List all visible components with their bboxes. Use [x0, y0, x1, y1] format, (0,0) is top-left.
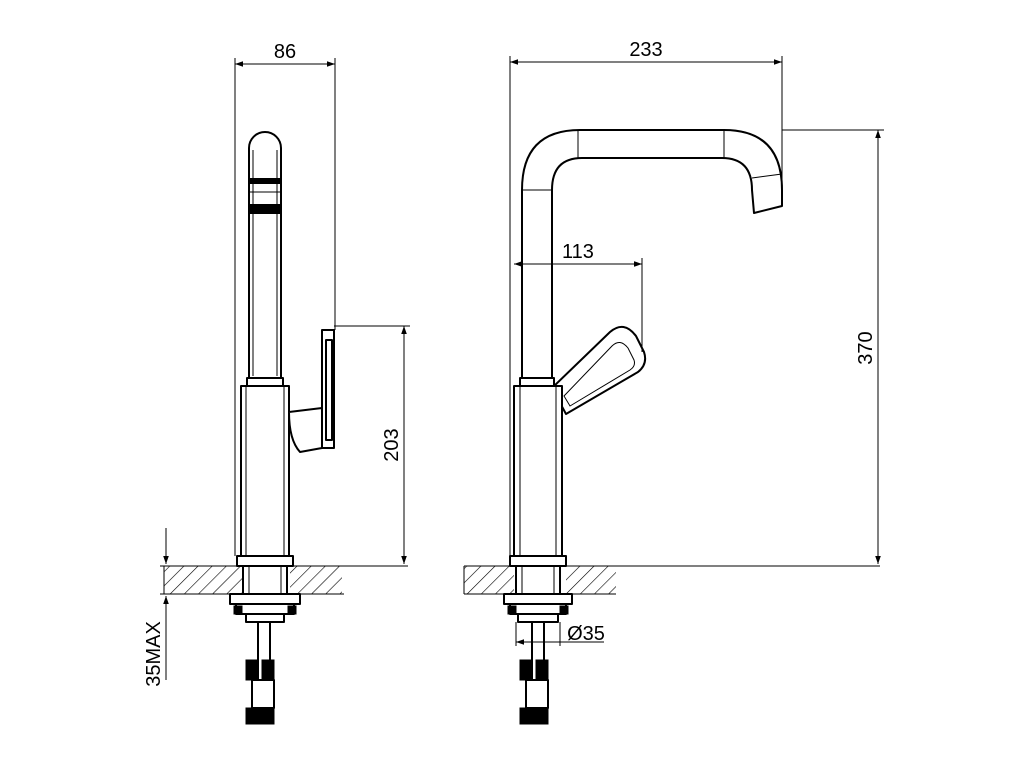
dim-total-height: 370: [855, 331, 877, 364]
dim-mount-hole: Ø35: [567, 623, 605, 645]
side-body: [236, 329, 335, 567]
side-view: [160, 131, 408, 725]
dim-handle-reach: 113: [562, 241, 594, 263]
side-countertop: [160, 565, 408, 595]
dim-handle-height: 203: [381, 428, 403, 461]
side-mounting: [229, 565, 301, 725]
side-spout: [248, 131, 282, 379]
front-spout: [521, 129, 783, 379]
front-mounting: [503, 565, 573, 725]
dim-deck-thickness: 35MAX: [143, 621, 165, 687]
front-countertop: [463, 565, 880, 595]
dimension-lines: [163, 56, 884, 680]
dimension-labels: 86 233 113 203 370 Ø35 35MAX: [143, 39, 877, 687]
dim-total-reach: 233: [629, 39, 662, 61]
dim-side-width: 86: [274, 41, 296, 63]
front-lever: [551, 325, 647, 415]
front-body: [509, 377, 567, 567]
front-view: [463, 129, 880, 725]
